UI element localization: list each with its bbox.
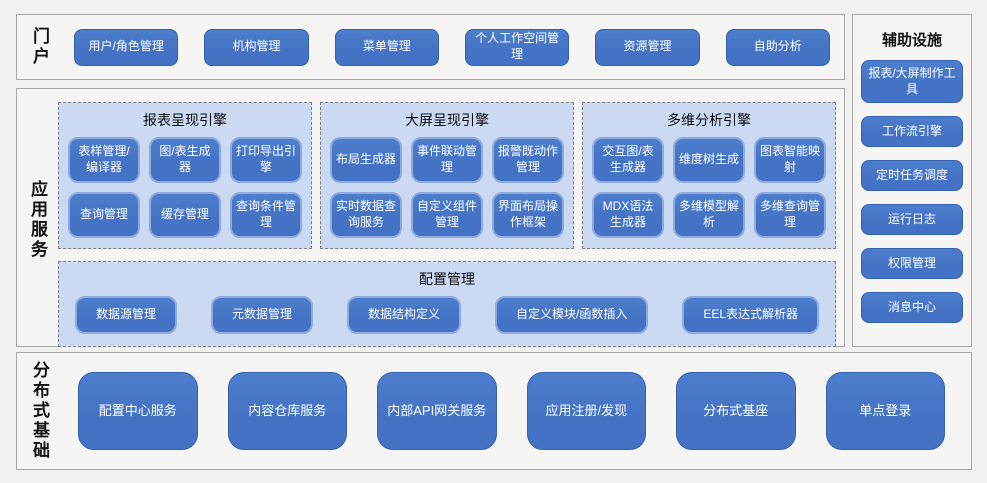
app-services-section: 应用服务 报表呈现引擎 表样管理/编译器 图/表生成器 打印导出引擎 查询管理 …	[16, 88, 845, 347]
app-services-content: 报表呈现引擎 表样管理/编译器 图/表生成器 打印导出引擎 查询管理 缓存管理 …	[58, 102, 836, 347]
distributed-foundation-label: 分布式基础	[30, 361, 49, 461]
service-distributed-base[interactable]: 分布式基座	[676, 372, 796, 450]
portal-button-org-mgmt[interactable]: 机构管理	[204, 28, 309, 66]
module-interactive-chart-generator[interactable]: 交互图/表生成器	[592, 137, 664, 183]
portal-button-self-service-analysis[interactable]: 自助分析	[725, 28, 830, 66]
module-layout-generator[interactable]: 布局生成器	[330, 137, 402, 183]
module-metadata-mgmt[interactable]: 元数据管理	[210, 296, 313, 334]
config-mgmt-title: 配置管理	[419, 271, 475, 287]
report-engine-group: 报表呈现引擎 表样管理/编译器 图/表生成器 打印导出引擎 查询管理 缓存管理 …	[58, 102, 312, 249]
service-internal-api-gateway[interactable]: 内部API网关服务	[377, 372, 497, 450]
module-chart-smart-mapping[interactable]: 图表智能映射	[754, 137, 826, 183]
aux-run-log[interactable]: 运行日志	[861, 204, 963, 236]
aux-permission-mgmt[interactable]: 权限管理	[861, 248, 963, 280]
report-engine-title: 报表呈现引擎	[143, 112, 227, 128]
engines-row: 报表呈现引擎 表样管理/编译器 图/表生成器 打印导出引擎 查询管理 缓存管理 …	[58, 102, 836, 249]
service-app-registration-discovery[interactable]: 应用注册/发现	[526, 372, 646, 450]
portal-section: 门户 用户/角色管理 机构管理 菜单管理 个人工作空间管理 资源管理 自助分析	[16, 14, 845, 80]
multidim-engine-title: 多维分析引擎	[667, 112, 751, 128]
portal-button-user-role-mgmt[interactable]: 用户/角色管理	[74, 28, 179, 66]
service-config-center[interactable]: 配置中心服务	[78, 372, 198, 450]
module-custom-component-mgmt[interactable]: 自定义组件管理	[411, 192, 483, 238]
module-mdx-syntax-generator[interactable]: MDX语法生成器	[592, 192, 664, 238]
report-engine-grid: 表样管理/编译器 图/表生成器 打印导出引擎 查询管理 缓存管理 查询条件管理	[68, 137, 302, 238]
module-chart-table-generator[interactable]: 图/表生成器	[149, 137, 221, 183]
module-ui-layout-framework[interactable]: 界面布局操作框架	[492, 192, 564, 238]
config-mgmt-row: 数据源管理 元数据管理 数据结构定义 自定义模块/函数插入 EEL表达式解析器	[71, 296, 823, 334]
bigscreen-engine-grid: 布局生成器 事件联动管理 报警既动作管理 实时数据查询服务 自定义组件管理 界面…	[330, 137, 564, 238]
portal-section-label: 门户	[30, 27, 49, 67]
module-print-export-engine[interactable]: 打印导出引擎	[230, 137, 302, 183]
service-single-sign-on[interactable]: 单点登录	[825, 372, 945, 450]
module-style-mgmt-compiler[interactable]: 表样管理/编译器	[68, 137, 140, 183]
auxiliary-column: 报表/大屏制作工具 工作流引擎 定时任务调度 运行日志 权限管理 消息中心	[861, 60, 963, 324]
module-query-condition-mgmt[interactable]: 查询条件管理	[230, 192, 302, 238]
aux-scheduled-task[interactable]: 定时任务调度	[861, 160, 963, 192]
app-services-section-label: 应用服务	[28, 179, 47, 260]
bigscreen-engine-group: 大屏呈现引擎 布局生成器 事件联动管理 报警既动作管理 实时数据查询服务 自定义…	[320, 102, 574, 249]
multidim-engine-grid: 交互图/表生成器 维度树生成 图表智能映射 MDX语法生成器 多维模型解析 多维…	[592, 137, 826, 238]
portal-button-personal-workspace-mgmt[interactable]: 个人工作空间管理	[464, 28, 570, 66]
aux-workflow-engine[interactable]: 工作流引擎	[861, 116, 963, 148]
portal-button-menu-mgmt[interactable]: 菜单管理	[334, 28, 439, 66]
module-custom-module-function-insert[interactable]: 自定义模块/函数插入	[495, 296, 649, 334]
aux-message-center[interactable]: 消息中心	[861, 292, 963, 324]
module-multidim-query-mgmt[interactable]: 多维查询管理	[754, 192, 826, 238]
module-cache-mgmt[interactable]: 缓存管理	[149, 192, 221, 238]
module-realtime-data-query-service[interactable]: 实时数据查询服务	[330, 192, 402, 238]
auxiliary-section-title: 辅助设施	[881, 32, 942, 49]
module-datasource-mgmt[interactable]: 数据源管理	[74, 296, 177, 334]
module-event-linkage-mgmt[interactable]: 事件联动管理	[411, 137, 483, 183]
service-content-repository[interactable]: 内容仓库服务	[227, 372, 347, 450]
module-alarm-action-mgmt[interactable]: 报警既动作管理	[492, 137, 564, 183]
distributed-foundation-section: 分布式基础 配置中心服务 内容仓库服务 内部API网关服务 应用注册/发现 分布…	[16, 352, 972, 470]
module-data-structure-definition[interactable]: 数据结构定义	[346, 296, 461, 334]
aux-report-bigscreen-authoring-tool[interactable]: 报表/大屏制作工具	[861, 60, 963, 104]
module-eel-expression-parser[interactable]: EEL表达式解析器	[682, 296, 820, 334]
module-multidim-model-parsing[interactable]: 多维模型解析	[673, 192, 745, 238]
module-query-mgmt[interactable]: 查询管理	[68, 192, 140, 238]
auxiliary-section: 辅助设施 报表/大屏制作工具 工作流引擎 定时任务调度 运行日志 权限管理 消息…	[852, 14, 972, 347]
multidim-engine-group: 多维分析引擎 交互图/表生成器 维度树生成 图表智能映射 MDX语法生成器 多维…	[582, 102, 836, 249]
portal-button-resource-mgmt[interactable]: 资源管理	[595, 28, 700, 66]
module-dimension-tree-generation[interactable]: 维度树生成	[673, 137, 745, 183]
config-mgmt-group: 配置管理 数据源管理 元数据管理 数据结构定义 自定义模块/函数插入 EEL表达…	[58, 261, 836, 347]
bigscreen-engine-title: 大屏呈现引擎	[405, 112, 489, 128]
